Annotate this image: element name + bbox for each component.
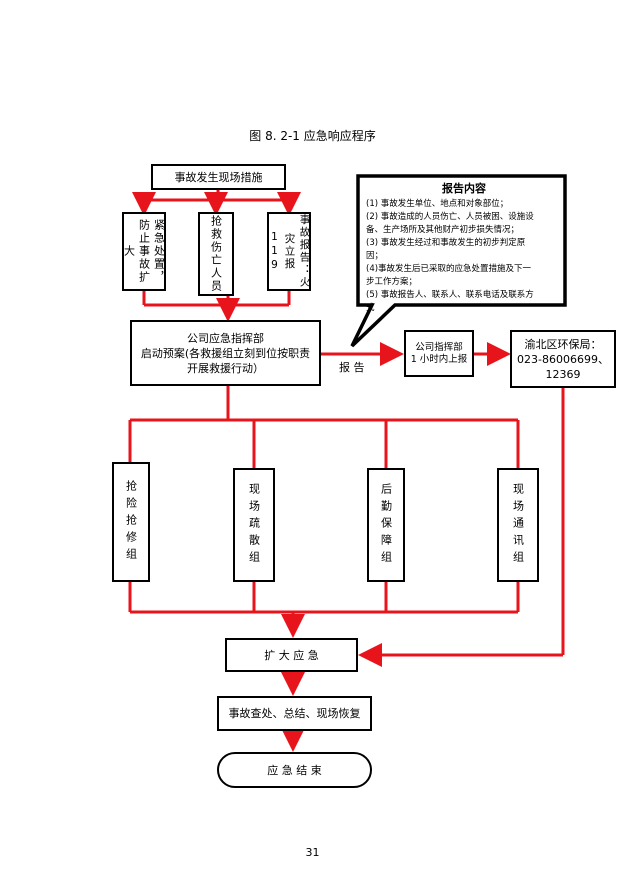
figure-caption: 图 8. 2-1 应急响应程序 [249, 129, 376, 143]
report-content-item: (4)事故发生后已采取的应急处置措施及下一 [366, 264, 532, 274]
expand-emergency-box: 扩 大 应 急 [225, 638, 358, 672]
report-content-item: (2) 事故造成的人员伤亡、人员被困、设施设 [366, 212, 534, 222]
report-content-item: (5) 事故报告人、联系人、联系电话及联系方 [366, 290, 534, 300]
report-content-item: 步工作方案； [366, 277, 418, 287]
rescue-casualties-box: 抢救伤亡人员 [198, 212, 234, 296]
hq-report-box: 公司指挥部 1 小时内上报 [404, 330, 474, 377]
event-box: 事故发生现场措施 [151, 164, 286, 190]
report-content-bubble: 报告内容 (1) 事故发生单位、地点和对象部位； (2) 事故造成的人员伤亡、人… [366, 180, 562, 315]
evacuation-team-box: 现场疏散组 [233, 468, 275, 582]
emergency-disposal-box: 紧急处置，防止事故扩大 [122, 212, 166, 291]
communication-team-box: 现场通讯组 [497, 468, 539, 582]
logistics-team-box: 后勤保障组 [367, 468, 405, 582]
report-content-title: 报告内容 [442, 182, 486, 195]
report-label: 报 告 [339, 361, 365, 374]
report-content-item: 备、生产场所及其他财产初步损失情况； [366, 225, 520, 235]
emergency-end-terminal: 应 急 结 束 [217, 752, 372, 788]
report-content-item: (3) 事故发生经过和事故发生的初步判定原 [366, 238, 526, 248]
report-content-item: 因； [366, 251, 384, 261]
report-content-item: 式 [366, 303, 375, 313]
aftermath-box: 事故查处、总结、现场恢复 [217, 696, 372, 731]
page-number: 31 [305, 846, 320, 859]
hq-box: 公司应急指挥部 启动预案(各救援组立刻到位按职责开展救援行动） [130, 320, 321, 386]
epb-box: 渝北区环保局： 023-86006699、12369 [510, 330, 616, 388]
repair-team-box: 抢险抢修组 [112, 462, 150, 582]
report-content-item: (1) 事故发生单位、地点和对象部位； [366, 199, 509, 209]
fire-report-box: 事故报告：火灾立报119 [267, 212, 311, 291]
